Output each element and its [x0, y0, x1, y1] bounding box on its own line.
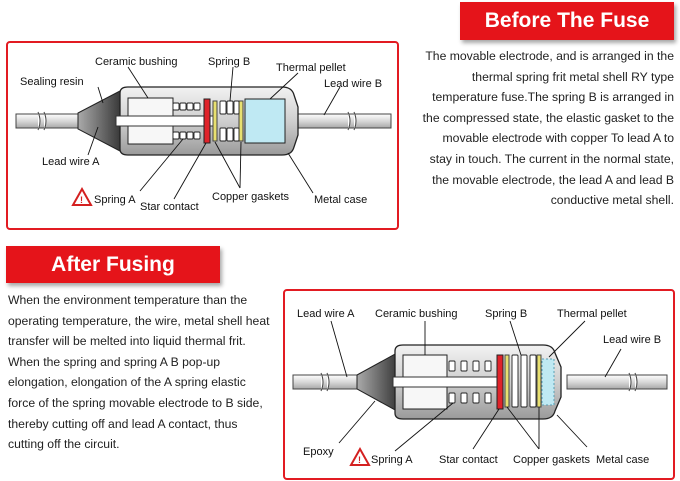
svg-text:!: !	[358, 455, 361, 465]
spring-b-shape	[511, 354, 537, 408]
before-fuse-title: Before The Fuse	[460, 2, 674, 40]
label-metal-case: Metal case	[596, 454, 649, 466]
thermal-pellet-shape	[244, 98, 286, 144]
warning-icon: !	[71, 186, 93, 206]
label-lead-wire-b: Lead wire B	[324, 78, 382, 90]
label-star-contact: Star contact	[140, 201, 199, 213]
label-lead-wire-b: Lead wire B	[603, 334, 661, 346]
copper-gasket-shape	[504, 354, 510, 408]
label-copper-gaskets: Copper gaskets	[513, 454, 591, 466]
label-spring-a: Spring A	[94, 194, 136, 206]
after-fusing-title: After Fusing	[6, 246, 220, 283]
label-metal-case: Metal case	[314, 194, 367, 206]
label-epoxy: Epoxy	[303, 446, 334, 458]
after-fusing-drawing: Lead wire A Ceramic bushing Spring B The…	[292, 308, 668, 466]
sealing-resin-shape	[77, 90, 121, 152]
label-copper-gaskets: Copper gaskets	[212, 191, 290, 203]
copper-gasket-shape	[536, 354, 542, 408]
label-thermal-pellet: Thermal pellet	[276, 62, 346, 74]
label-lead-wire-a: Lead wire A	[297, 308, 355, 320]
copper-gasket-shape	[238, 100, 244, 142]
label-star-contact: Star contact	[439, 454, 498, 466]
label-spring-b: Spring B	[208, 56, 250, 68]
warning-icon: !	[349, 446, 371, 466]
svg-text:!: !	[80, 195, 83, 205]
label-spring-a: Spring A	[371, 454, 413, 466]
label-thermal-pellet: Thermal pellet	[557, 308, 627, 320]
label-ceramic-bushing: Ceramic bushing	[95, 56, 178, 68]
before-fuse-drawing: Ceramic bushing Spring B Thermal pellet …	[15, 56, 392, 213]
label-sealing-resin: Sealing resin	[20, 76, 84, 88]
before-fuse-diagram: Ceramic bushing Spring B Thermal pellet …	[6, 41, 399, 230]
spring-b-shape	[219, 100, 240, 142]
label-ceramic-bushing: Ceramic bushing	[375, 308, 458, 320]
lead-wire-b-shape	[292, 111, 392, 131]
star-contact-shape	[496, 354, 504, 410]
before-fuse-description: The movable electrode, and is arranged i…	[422, 49, 674, 208]
star-contact-shape	[203, 98, 211, 144]
after-fusing-description: When the environment temperature than th…	[8, 293, 270, 452]
label-spring-b: Spring B	[485, 308, 527, 320]
thermal-pellet-shape	[541, 358, 555, 406]
after-fusing-diagram: Lead wire A Ceramic bushing Spring B The…	[283, 289, 675, 480]
copper-gasket-shape	[212, 100, 218, 142]
epoxy-shape	[356, 352, 398, 412]
spring-a-shape	[172, 102, 201, 140]
spring-a-shape	[448, 360, 492, 404]
lead-wire-b-shape	[566, 372, 668, 392]
label-lead-wire-a: Lead wire A	[42, 156, 100, 168]
